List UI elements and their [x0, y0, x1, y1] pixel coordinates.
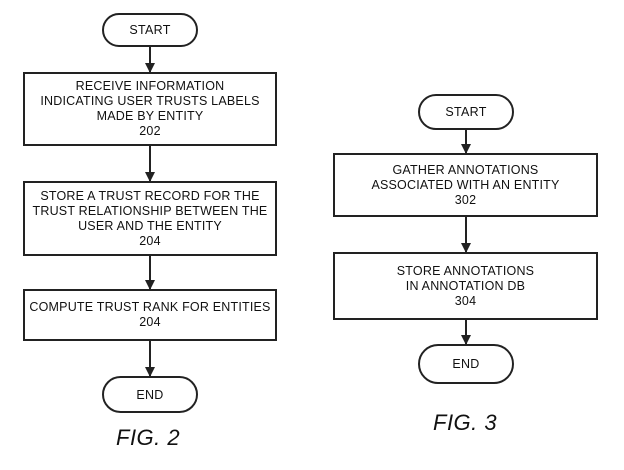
fig2-step-204a-line-1: STORE A TRUST RECORD FOR THE: [40, 188, 260, 203]
fig2-step-204a-ref: 204: [139, 233, 161, 248]
fig2-step-202-line-3: MADE BY ENTITY: [96, 109, 204, 123]
fig2-step-204b-line-1: COMPUTE TRUST RANK FOR ENTITIES: [29, 300, 271, 314]
fig3-step-304-ref: 304: [454, 293, 477, 308]
fig3-end-terminal: END: [418, 344, 514, 384]
fig3-step-304-line-2: IN ANNOTATION DB: [405, 278, 526, 293]
fig2-step-202-line-2: INDICATING USER TRUSTS LABELS: [40, 94, 260, 108]
fig3-step-302-line-1: GATHER ANNOTATIONS: [392, 162, 539, 177]
fig3-step-302-ref: 302: [454, 192, 477, 207]
fig3-end-label: END: [452, 357, 480, 371]
fig2-step-202-line-1: RECEIVE INFORMATION: [75, 79, 225, 93]
fig3-start-label: START: [445, 105, 487, 119]
fig3-step-302: GATHER ANNOTATIONS ASSOCIATED WITH AN EN…: [333, 153, 598, 217]
fig3-step-304-line-1: STORE ANNOTATIONS: [396, 263, 535, 278]
fig2-start-terminal: START: [102, 13, 198, 47]
fig3-start-terminal: START: [418, 94, 514, 130]
fig2-step-202: RECEIVE INFORMATION INDICATING USER TRUS…: [23, 72, 277, 146]
fig2-step-204b: COMPUTE TRUST RANK FOR ENTITIES 204: [23, 289, 277, 341]
fig3-step-304: STORE ANNOTATIONS IN ANNOTATION DB 304: [333, 252, 598, 320]
fig3-caption: FIG. 3: [433, 410, 498, 435]
fig3-step-302-line-2: ASSOCIATED WITH AN ENTITY: [371, 177, 560, 192]
fig2-step-204a: STORE A TRUST RECORD FOR THE TRUST RELAT…: [23, 181, 277, 256]
fig2-step-204a-line-2: TRUST RELATIONSHIP BETWEEN THE: [32, 203, 268, 218]
fig2-end-label: END: [136, 387, 164, 402]
fig2-end-terminal: END: [102, 376, 198, 413]
fig2-step-204a-line-3: USER AND THE ENTITY: [78, 218, 222, 233]
fig2-caption: FIG. 2: [116, 425, 181, 450]
fig2-step-202-ref: 202: [139, 124, 161, 138]
fig2-step-204b-ref: 204: [139, 315, 161, 329]
fig2-start-label: START: [129, 23, 171, 37]
